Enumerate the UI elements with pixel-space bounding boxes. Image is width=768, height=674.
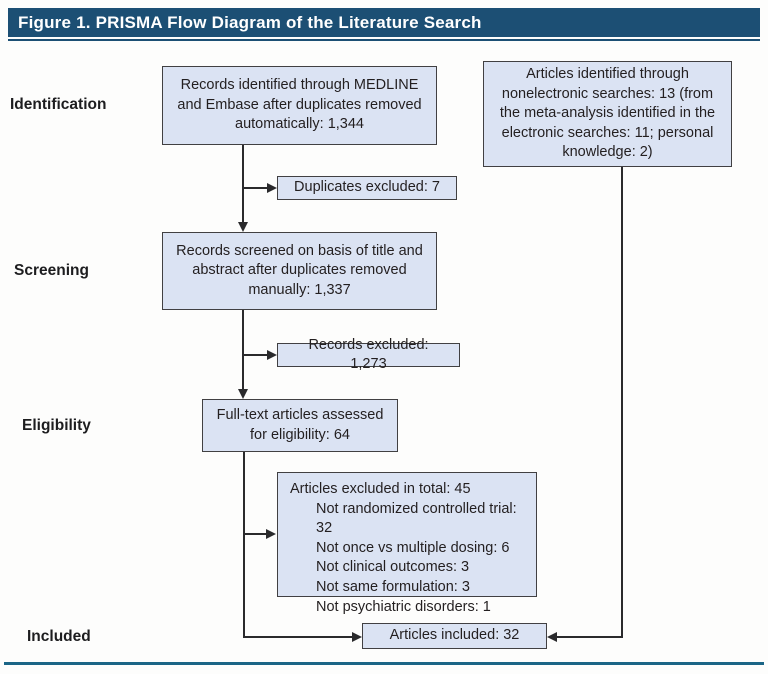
stage-label-included: Included bbox=[27, 628, 91, 645]
title-underline bbox=[8, 39, 760, 41]
articles-excluded-title: Articles excluded in total: 45 bbox=[290, 481, 471, 497]
box-records-excluded-text: Records excluded: 1,273 bbox=[308, 336, 429, 373]
box-records-identified: Records identified through MEDLINE and E… bbox=[162, 66, 437, 145]
box-records-identified-text: Records identified through MEDLINE and E… bbox=[177, 77, 422, 133]
stage-label-eligibility: Eligibility bbox=[22, 417, 91, 434]
connector-identified-to-screened bbox=[242, 145, 244, 224]
box-fulltext-assessed: Full-text articles assessed for eligibil… bbox=[202, 399, 398, 452]
box-fulltext-assessed-text: Full-text articles assessed for eligibil… bbox=[216, 407, 384, 443]
arrowhead-right-records-excluded bbox=[267, 350, 277, 360]
arrowhead-right-articles-excluded bbox=[266, 529, 276, 539]
arrowhead-down-screened bbox=[238, 222, 248, 232]
connector-to-included-right bbox=[556, 636, 623, 638]
connector-fulltext-down bbox=[243, 452, 245, 638]
arrowhead-left-included bbox=[547, 632, 557, 642]
articles-excluded-item: Not once vs multiple dosing: 6 bbox=[316, 539, 510, 556]
box-articles-excluded: Articles excluded in total: 45 Not rando… bbox=[277, 472, 537, 615]
box-nonelectronic-articles-text: Articles identified through nonelectroni… bbox=[499, 66, 716, 161]
articles-excluded-item: Not clinical outcomes: 3 bbox=[316, 559, 470, 576]
box-records-excluded: Records excluded: 1,273 bbox=[277, 337, 460, 372]
box-records-screened-text: Records screened on basis of title and a… bbox=[176, 242, 423, 298]
box-articles-included: Articles included: 32 bbox=[362, 623, 547, 649]
connector-to-included-left bbox=[244, 636, 354, 638]
box-duplicates-excluded-text: Duplicates excluded: 7 bbox=[294, 179, 440, 196]
box-records-screened: Records screened on basis of title and a… bbox=[162, 232, 437, 310]
arrowhead-down-fulltext bbox=[238, 389, 248, 399]
connector-to-duplicates-excluded bbox=[243, 187, 269, 189]
connector-to-articles-excluded bbox=[244, 533, 268, 535]
box-duplicates-excluded: Duplicates excluded: 7 bbox=[277, 176, 457, 200]
box-nonelectronic-articles: Articles identified through nonelectroni… bbox=[483, 61, 732, 167]
arrowhead-right-duplicates bbox=[267, 183, 277, 193]
connector-screened-to-fulltext bbox=[242, 310, 244, 390]
stage-label-identification: Identification bbox=[10, 96, 107, 113]
figure-bottom-rule bbox=[4, 662, 764, 665]
articles-excluded-item: Not same formulation: 3 bbox=[316, 578, 470, 595]
articles-excluded-item: Not randomized controlled trial: 32 bbox=[316, 500, 517, 537]
box-articles-included-text: Articles included: 32 bbox=[389, 627, 520, 644]
arrowhead-right-included bbox=[352, 632, 362, 642]
connector-nonelectronic-down bbox=[621, 167, 623, 638]
stage-label-screening: Screening bbox=[14, 262, 89, 279]
figure-title: Figure 1. PRISMA Flow Diagram of the Lit… bbox=[8, 8, 760, 37]
connector-to-records-excluded bbox=[243, 354, 269, 356]
articles-excluded-item: Not psychiatric disorders: 1 bbox=[316, 598, 491, 615]
